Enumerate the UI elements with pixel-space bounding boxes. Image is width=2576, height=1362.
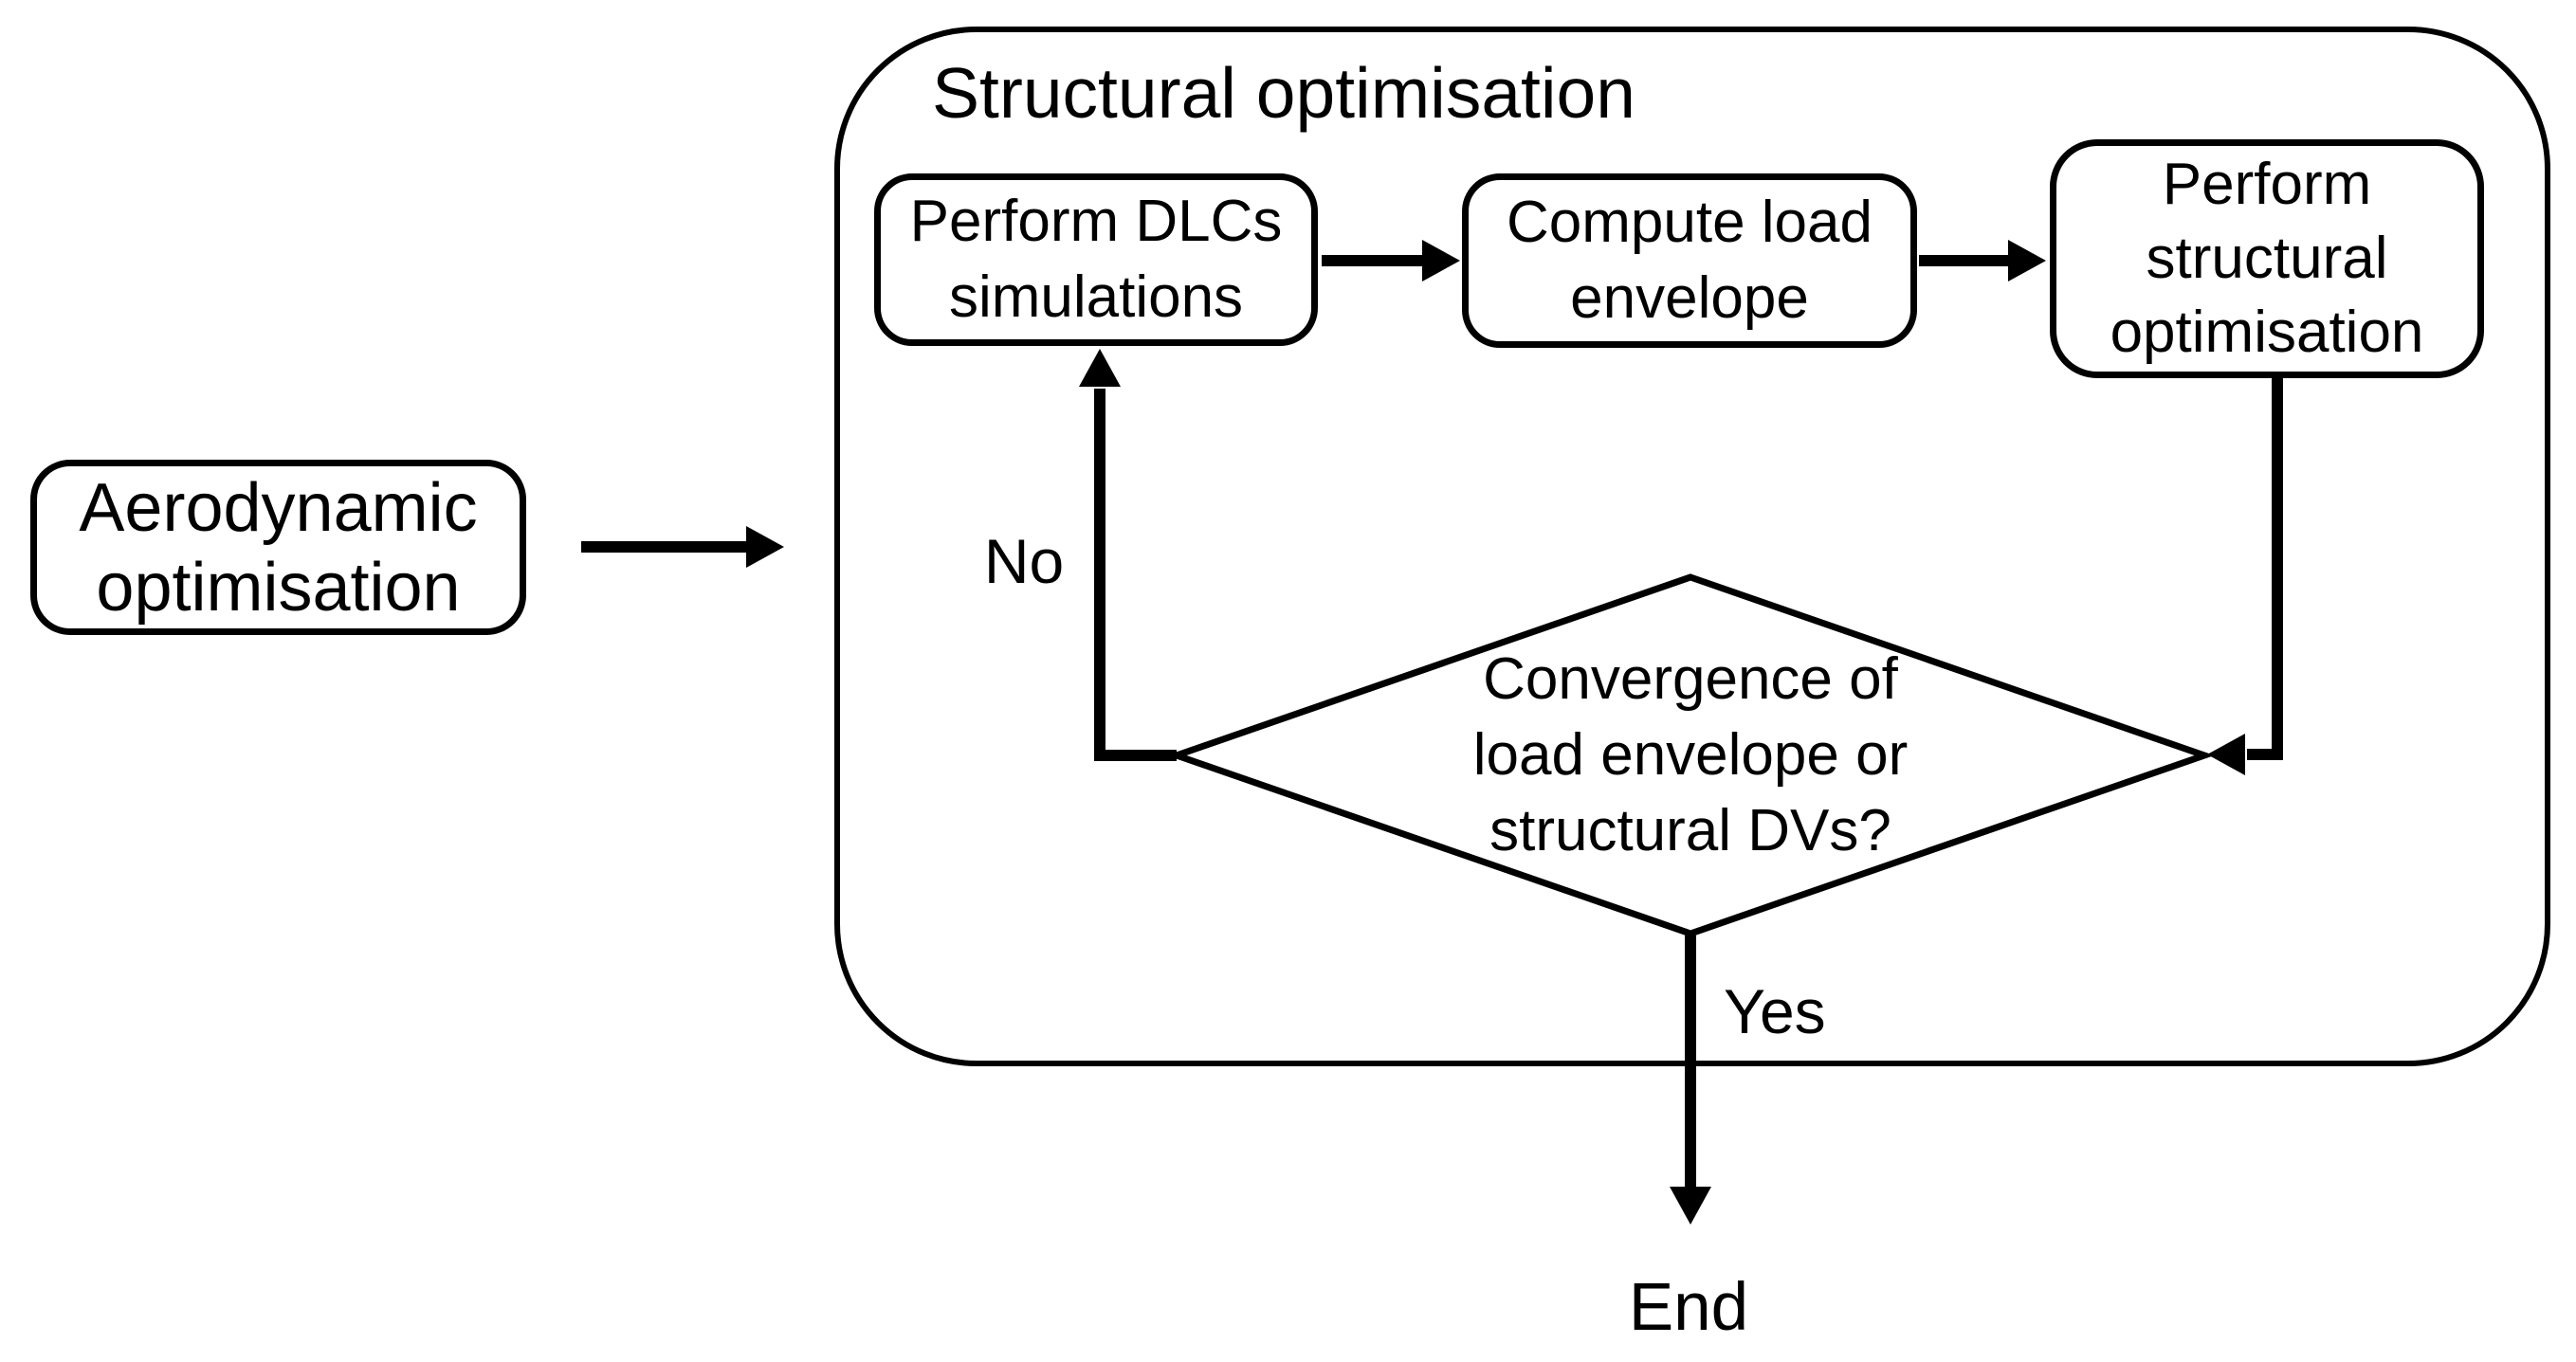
edge-label-no: No xyxy=(983,526,1065,596)
edge-label-yes: Yes xyxy=(1724,976,1826,1046)
group-title: Structural optimisation xyxy=(932,53,1635,133)
node-label-line: Aerodynamic xyxy=(79,469,478,546)
node-label-line: envelope xyxy=(1570,265,1809,331)
edge-dlcs-to-load-envelope xyxy=(1322,240,1460,281)
arrowhead-right-icon xyxy=(2008,240,2046,281)
arrowhead-up-icon xyxy=(1079,349,1121,387)
arrowhead-down-icon xyxy=(1670,1187,1711,1225)
decision-label-line: Convergence of xyxy=(1483,646,1898,712)
node-label-line: simulations xyxy=(948,264,1244,330)
node-compute-load-envelope: Compute load envelope xyxy=(1462,173,1917,348)
edge-start-to-group xyxy=(581,526,784,568)
node-perform-dlcs-simulations: Perform DLCs simulations xyxy=(874,173,1318,346)
node-label-line: optimisation xyxy=(2110,300,2424,365)
edge-load-envelope-to-structural-opt xyxy=(1919,240,2046,281)
node-aerodynamic-optimisation: Aerodynamic optimisation xyxy=(30,460,526,635)
arrowhead-right-icon xyxy=(746,526,784,568)
node-label-line: Perform xyxy=(2162,152,2372,217)
decision-convergence-text: Convergence of load envelope or structur… xyxy=(1311,642,2070,869)
end-label: End xyxy=(1628,1270,1749,1345)
edge-decision-no-to-dlcs xyxy=(1079,349,1177,761)
edge-decision-yes-to-end xyxy=(1670,935,1711,1225)
arrowhead-right-icon xyxy=(1422,240,1460,281)
node-perform-structural-optimisation: Perform structural optimisation xyxy=(2050,139,2484,378)
node-label-line: structural xyxy=(2146,226,2388,291)
arrowhead-left-icon xyxy=(2207,734,2245,775)
decision-label-line: load envelope or xyxy=(1472,722,1909,788)
node-label-line: Compute load xyxy=(1506,190,1873,255)
edge-structural-opt-to-decision xyxy=(2207,378,2283,775)
node-label-line: Perform DLCs xyxy=(909,189,1283,254)
decision-diamond-shape xyxy=(1166,573,2215,937)
decision-label-line: structural DVs? xyxy=(1489,798,1891,863)
node-label-line: optimisation xyxy=(96,549,461,626)
